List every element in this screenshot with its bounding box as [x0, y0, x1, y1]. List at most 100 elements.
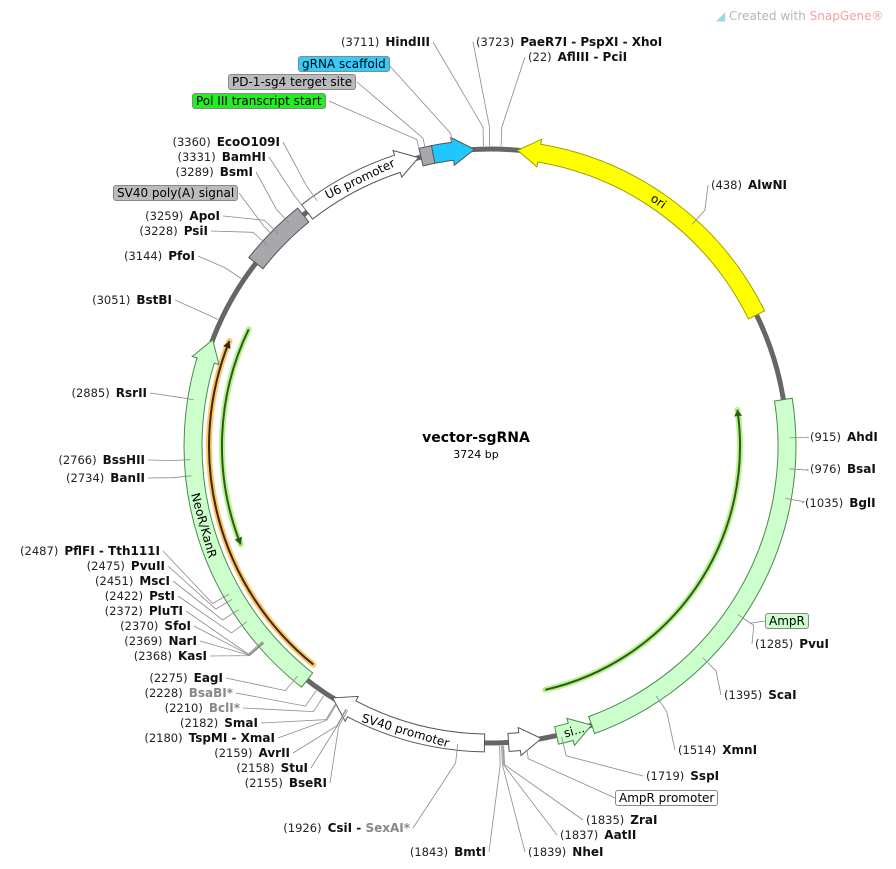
restriction-site-label[interactable]: 3228PsiI	[139, 224, 208, 238]
site-leader-line	[255, 171, 290, 224]
restriction-site-label[interactable]: 2228BsaBI*	[144, 686, 233, 700]
enzyme-name: PluTI	[148, 604, 183, 618]
site-position: 22	[528, 50, 552, 64]
site-position: 3228	[139, 224, 177, 238]
restriction-site-label[interactable]: 3331BamHI	[177, 150, 266, 164]
restriction-site-label[interactable]: 3723PaeR7I - PspXI - XhoI	[476, 35, 662, 49]
restriction-site-label[interactable]: 2487PflFI - Tth111I	[20, 544, 160, 558]
restriction-site-label[interactable]: 2422 PstI	[105, 589, 175, 603]
feature-sv40-poly-a-signal[interactable]	[248, 207, 310, 270]
restriction-site-label[interactable]: 2182SmaI	[180, 716, 258, 730]
feature-callout[interactable]: gRNA scaffold	[298, 56, 390, 72]
restriction-site-label[interactable]: 2885RsrII	[71, 386, 147, 400]
restriction-site-label[interactable]: 22AflIII - PciI	[528, 50, 627, 64]
feature-callout[interactable]: AmpR promoter	[615, 790, 719, 806]
feature-callout[interactable]: PD-1-sg4 terget site	[228, 74, 357, 90]
site-leader-line	[209, 642, 265, 657]
restriction-site-label[interactable]: 2275 EagI	[149, 671, 223, 685]
feature-grna-scaffold[interactable]	[430, 136, 476, 167]
restriction-site-label[interactable]: 2475PvuII	[87, 559, 165, 573]
inner-arc[interactable]	[220, 328, 250, 545]
site-leader-line	[147, 475, 192, 479]
feature-u6-promoter[interactable]	[300, 149, 420, 220]
restriction-site-label[interactable]: 1035BglI	[805, 496, 876, 510]
site-leader-line	[789, 436, 809, 439]
site-position: 1837	[560, 828, 598, 842]
restriction-site-label[interactable]: 2158StuI	[236, 761, 308, 775]
site-leader-line	[277, 703, 338, 739]
enzyme-name: BstBI	[136, 293, 172, 307]
restriction-site-label[interactable]: 3051BstBI	[92, 293, 172, 307]
enzyme-name: PstI	[149, 589, 175, 603]
restriction-site-label[interactable]: 2734BanII	[66, 471, 145, 485]
restriction-site-label[interactable]: 915AhdI	[810, 430, 878, 444]
enzyme-name: EagI	[193, 671, 223, 685]
site-position: 3289	[175, 165, 213, 179]
restriction-site-label[interactable]: 1843BmtI	[410, 845, 486, 859]
restriction-site-label[interactable]: 2210BclI*	[165, 701, 240, 715]
restriction-site-label[interactable]: 2766BssHII	[58, 453, 145, 467]
site-leader-line	[789, 468, 810, 471]
feature-ori[interactable]	[516, 138, 766, 320]
feature-callout[interactable]: AmpR	[765, 613, 809, 629]
site-position: 2159	[214, 746, 252, 760]
feature-ampr[interactable]	[587, 397, 797, 735]
site-leader-line	[242, 695, 325, 713]
restriction-site-label[interactable]: 3711HindIII	[341, 35, 430, 49]
snapgene-credit[interactable]: ◢ Created with SnapGene®	[716, 9, 884, 23]
restriction-site-label[interactable]: 2180TspMI - XmaI	[144, 731, 275, 745]
feature-label: U6 promoter	[323, 156, 397, 202]
restriction-site-label[interactable]: 2370SfoI	[120, 619, 191, 633]
restriction-site-label[interactable]: 3144PfoI	[124, 249, 195, 263]
enzyme-name: ApoI	[189, 209, 220, 223]
enzyme-name: BclI*	[208, 701, 240, 715]
site-position: 2766	[58, 453, 96, 467]
enzyme-name: XmnI	[722, 743, 758, 757]
feature-callout[interactable]: Pol III transcript start	[192, 93, 326, 109]
site-leader-line	[502, 745, 558, 836]
site-position: 438	[711, 178, 742, 192]
restriction-site-label[interactable]: 1719SspI	[646, 769, 719, 783]
enzyme-name: BglI	[849, 496, 876, 510]
feature-ampr-promoter[interactable]	[507, 726, 543, 757]
restriction-site-label[interactable]: 2369NarI	[124, 634, 197, 648]
restriction-site-label[interactable]: 1395ScaI	[724, 688, 797, 702]
restriction-site-label[interactable]: 1835ZraI	[586, 813, 657, 827]
callout-leader-line	[526, 749, 616, 799]
site-leader-line	[167, 565, 233, 610]
restriction-site-label[interactable]: 976BsaI	[810, 462, 876, 476]
inner-arc-arrowhead-icon	[234, 536, 243, 545]
restriction-site-label[interactable]: 2159AvrII	[214, 746, 290, 760]
restriction-site-label[interactable]: 2155BseRI	[245, 776, 327, 790]
restriction-site-label[interactable]: 2451MscI	[95, 574, 170, 588]
site-leader-line	[503, 745, 584, 821]
restriction-site-label[interactable]: 1926CsiI - SexAI*	[283, 821, 410, 835]
restriction-site-label[interactable]: 2368KasI	[134, 649, 207, 663]
restriction-site-label[interactable]: 1514XmnI	[678, 743, 757, 757]
site-leader-line	[147, 459, 191, 461]
inner-arc[interactable]	[544, 409, 742, 691]
restriction-site-label[interactable]: 438AlwNI	[711, 178, 787, 192]
site-position: 2422	[105, 589, 143, 603]
site-position: 2275	[149, 671, 187, 685]
enzyme-name: PfoI	[168, 249, 195, 263]
restriction-site-label[interactable]: 1837AatII	[560, 828, 636, 842]
callout-leader-line	[356, 81, 426, 148]
site-leader-line	[785, 498, 806, 504]
site-position: 1843	[410, 845, 448, 859]
site-leader-line	[177, 595, 248, 634]
feature-signal-sequence[interactable]	[554, 717, 593, 747]
feature-neor-kanr[interactable]	[183, 338, 314, 688]
feature-label: si...	[562, 721, 586, 740]
restriction-site-label[interactable]: 3360EcoO109I	[172, 135, 280, 149]
site-leader-line	[174, 299, 219, 320]
feature-sv40-promoter[interactable]	[331, 695, 486, 753]
inner-arc[interactable]	[208, 340, 314, 666]
restriction-site-label[interactable]: 1285PvuI	[755, 637, 829, 651]
restriction-site-label[interactable]: 3259ApoI	[145, 209, 220, 223]
enzyme-name: BseRI	[288, 776, 327, 790]
restriction-site-label[interactable]: 1839NheI	[528, 845, 603, 859]
feature-callout[interactable]: SV40 poly(A) signal	[113, 185, 239, 201]
restriction-site-label[interactable]: 3289BsmI	[175, 165, 253, 179]
restriction-site-label[interactable]: 2372PluTI	[105, 604, 183, 618]
